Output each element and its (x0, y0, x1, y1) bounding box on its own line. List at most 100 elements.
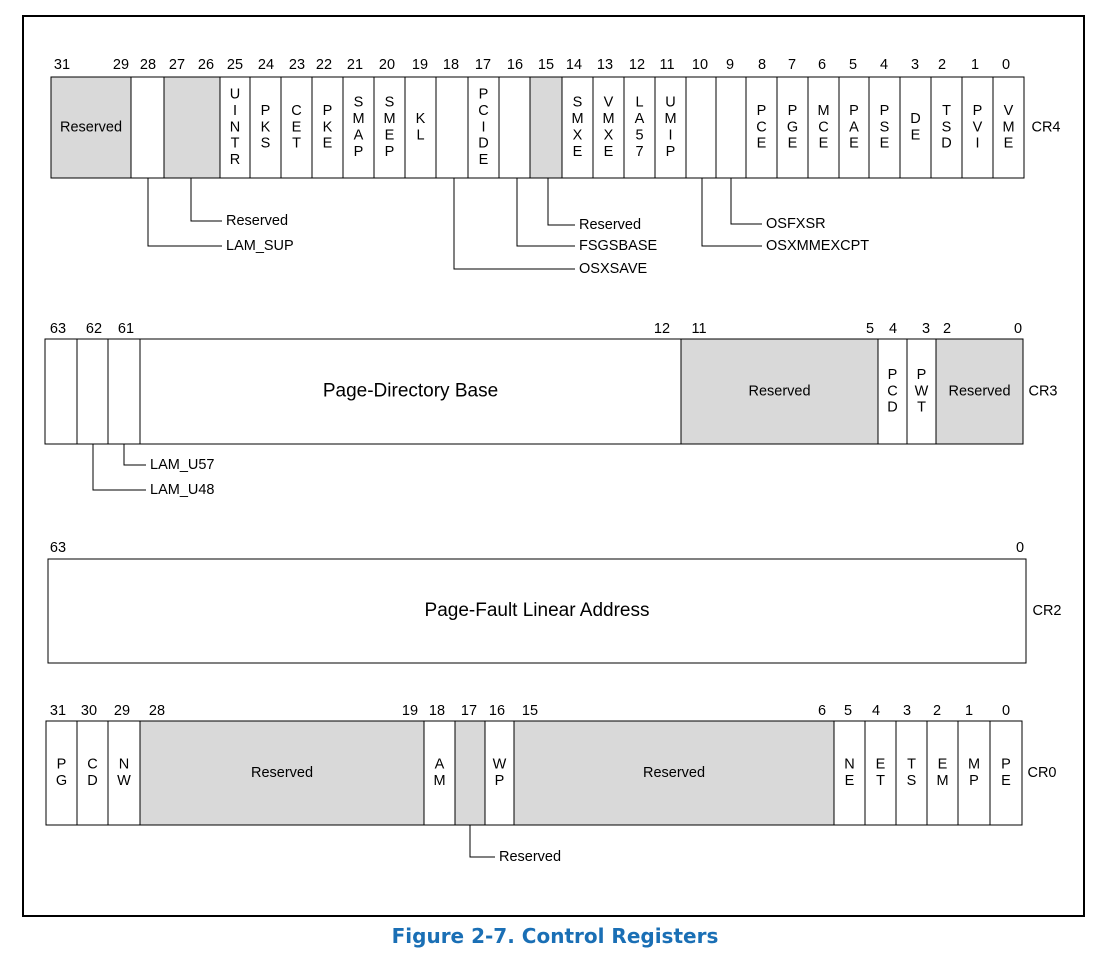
register-name-cr2: CR2 (1032, 603, 1061, 619)
bit-number-4: 4 (889, 321, 897, 337)
svg-text:E: E (1001, 773, 1011, 789)
callout-line-reserved (190, 178, 222, 222)
bit-number-63: 63 (50, 540, 66, 556)
callout-label-reserved: Reserved (499, 849, 561, 865)
bit-number-0: 0 (1016, 540, 1024, 556)
bit-number-20: 20 (379, 57, 395, 73)
field-cr4-tsd-26 (930, 76, 963, 179)
field-cr0-am-4 (423, 720, 456, 826)
bit-number-17: 17 (475, 57, 491, 73)
svg-text:T: T (292, 136, 301, 152)
svg-text:E: E (479, 152, 489, 168)
svg-text:D: D (478, 136, 488, 152)
field-cr0-ts-10 (895, 720, 928, 826)
callout-line-reserved (469, 825, 495, 858)
callout-label-reserved: Reserved (579, 217, 641, 233)
callout-line-reserved (547, 178, 575, 226)
svg-text:7: 7 (635, 144, 643, 160)
svg-text:P: P (354, 144, 364, 160)
svg-text:M: M (1002, 119, 1014, 135)
svg-text:E: E (938, 757, 948, 773)
bit-number-3: 3 (911, 57, 919, 73)
svg-text:E: E (604, 144, 614, 160)
svg-text:A: A (849, 119, 859, 135)
svg-text:D: D (87, 773, 97, 789)
field-cr0-wp-6 (484, 720, 515, 826)
field-label-ts: TS (907, 757, 917, 789)
bit-number-29: 29 (113, 57, 129, 73)
field-label-reserved: Reserved (748, 383, 810, 399)
field-cr4-blank-10 (435, 76, 469, 179)
field-label-de: DE (910, 111, 920, 143)
svg-text:U: U (230, 87, 240, 103)
bit-number-27: 27 (169, 57, 185, 73)
callout-line-fsgsbase (516, 178, 575, 247)
field-cr4-umip-17 (654, 76, 687, 179)
callout-line-osfxsr (730, 178, 762, 225)
field-label-tsd: TSD (941, 103, 951, 152)
bit-number-31: 31 (50, 703, 66, 719)
svg-text:D: D (941, 136, 951, 152)
svg-text:E: E (845, 773, 855, 789)
svg-text:D: D (910, 111, 920, 127)
svg-text:E: E (876, 757, 886, 773)
field-cr4-vme-28 (992, 76, 1025, 179)
svg-text:P: P (385, 144, 395, 160)
svg-text:P: P (479, 87, 489, 103)
field-label-pse: PSE (880, 103, 890, 152)
bit-number-6: 6 (818, 703, 826, 719)
svg-text:S: S (907, 773, 917, 789)
svg-text:P: P (880, 103, 890, 119)
field-cr3-pcd-5 (877, 338, 908, 445)
bit-number-5: 5 (849, 57, 857, 73)
field-cr4-smep-8 (373, 76, 406, 179)
field-cr4-pse-24 (868, 76, 901, 179)
field-cr4-pvi-27 (961, 76, 994, 179)
field-label-am: AM (433, 757, 445, 789)
svg-text:L: L (635, 95, 643, 111)
callout-label-fsgsbase: FSGSBASE (579, 238, 657, 254)
field-cr0-reserved-3 (139, 720, 425, 826)
bit-number-16: 16 (489, 703, 505, 719)
svg-text:C: C (887, 383, 897, 399)
bit-number-25: 25 (227, 57, 243, 73)
svg-text:P: P (323, 103, 333, 119)
field-label-pks: PKS (261, 103, 271, 152)
svg-text:P: P (849, 103, 859, 119)
bit-number-1: 1 (971, 57, 979, 73)
bit-number-29: 29 (114, 703, 130, 719)
svg-text:N: N (230, 119, 240, 135)
register-name-cr3: CR3 (1028, 383, 1057, 399)
bit-number-12: 12 (654, 321, 670, 337)
field-label-reserved: Reserved (60, 119, 122, 135)
bit-number-7: 7 (788, 57, 796, 73)
field-label-pe: PE (1001, 757, 1011, 789)
field-cr0-ne-8 (833, 720, 866, 826)
field-cr4-vmxe-15 (592, 76, 625, 179)
svg-text:A: A (354, 128, 364, 144)
svg-text:E: E (1004, 136, 1014, 152)
bit-number-30: 30 (81, 703, 97, 719)
bit-number-19: 19 (402, 703, 418, 719)
svg-text:E: E (911, 128, 921, 144)
field-label-pke: PKE (323, 103, 333, 152)
svg-text:M: M (383, 111, 395, 127)
svg-text:C: C (478, 103, 488, 119)
bit-number-15: 15 (538, 57, 554, 73)
field-cr4-la57-16 (623, 76, 656, 179)
figure-caption: Figure 2-7. Control Registers (391, 924, 719, 948)
field-cr0-nw-2 (107, 720, 141, 826)
svg-text:P: P (666, 144, 676, 160)
bit-number-23: 23 (289, 57, 305, 73)
svg-text:S: S (354, 95, 364, 111)
callout-label-osxsave: OSXSAVE (579, 261, 648, 277)
svg-text:W: W (117, 773, 131, 789)
svg-text:P: P (917, 367, 927, 383)
callout-label-osxmmexcpt: OSXMMEXCPT (766, 238, 869, 254)
svg-text:E: E (757, 136, 767, 152)
field-cr4-de-25 (899, 76, 932, 179)
